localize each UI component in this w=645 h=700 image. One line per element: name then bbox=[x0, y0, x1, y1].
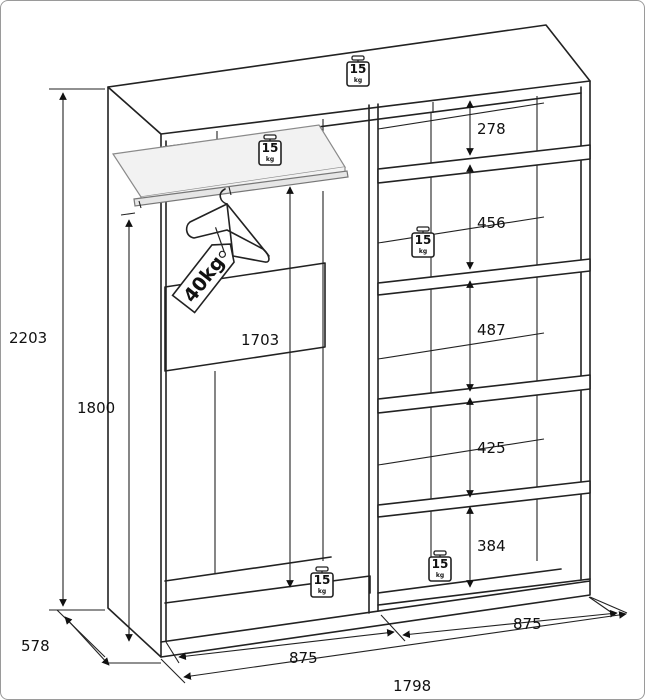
shelf-gap-4-label: 425 bbox=[477, 439, 506, 457]
centre-divider bbox=[368, 103, 379, 614]
total-height-label: 2203 bbox=[9, 329, 47, 347]
total-width-line bbox=[183, 611, 627, 680]
svg-text:kg: kg bbox=[266, 156, 274, 163]
shelf-4-back-edge bbox=[377, 438, 545, 466]
hanging-height-label: 1703 bbox=[241, 331, 279, 349]
right-side-edge bbox=[580, 80, 591, 580]
svg-text:15: 15 bbox=[262, 141, 279, 155]
dimension-lines bbox=[49, 88, 628, 684]
rod-load-tag: 40kg bbox=[171, 227, 235, 314]
shelf-4 bbox=[377, 480, 591, 518]
weight-icon-right-bottom: 15 kg bbox=[428, 550, 452, 582]
shelf-2-back-edge bbox=[377, 216, 545, 244]
right-width-label: 875 bbox=[513, 615, 542, 633]
shelf-3 bbox=[377, 374, 591, 414]
shelf-compartment bbox=[377, 102, 591, 606]
drawer-front bbox=[164, 262, 326, 372]
svg-text:kg: kg bbox=[354, 77, 362, 84]
shelf-gap-5-label: 384 bbox=[477, 537, 506, 555]
hanger-icon bbox=[185, 188, 270, 263]
wardrobe-carcass bbox=[107, 24, 591, 658]
svg-text:15: 15 bbox=[415, 233, 432, 247]
weight-icon-shelf: 15 kg bbox=[411, 226, 435, 258]
weight-icon-hat-shelf: 15 kg bbox=[258, 134, 282, 166]
depth-label: 578 bbox=[21, 637, 50, 655]
left-width-line bbox=[178, 628, 395, 661]
shelf-gap-2-label: 456 bbox=[477, 214, 506, 232]
svg-text:15: 15 bbox=[350, 62, 367, 76]
right-width-line bbox=[402, 609, 618, 639]
hanging-rod bbox=[133, 170, 349, 207]
svg-text:kg: kg bbox=[419, 248, 427, 255]
svg-text:15: 15 bbox=[314, 573, 331, 587]
depth-line bbox=[64, 616, 110, 666]
dimension-labels: 2203 1800 1703 278 456 487 425 384 578 8… bbox=[9, 120, 542, 695]
shelf-gap-1-label: 278 bbox=[477, 120, 506, 138]
weight-icon-top: 15 kg bbox=[346, 55, 370, 87]
total-width-label: 1798 bbox=[393, 677, 431, 695]
left-width-label: 875 bbox=[289, 649, 318, 667]
svg-text:kg: kg bbox=[436, 572, 444, 579]
shelf-2 bbox=[377, 258, 591, 296]
shelf-1 bbox=[377, 144, 591, 184]
rod-height-label: 1800 bbox=[77, 399, 115, 417]
shelf-1-back-edge bbox=[377, 102, 545, 130]
svg-text:15: 15 bbox=[432, 557, 449, 571]
svg-text:kg: kg bbox=[318, 588, 326, 595]
shelf-3-back-edge bbox=[377, 332, 545, 360]
weight-icon-left-bottom: 15 kg bbox=[310, 566, 334, 598]
shelf-gap-3-label: 487 bbox=[477, 321, 506, 339]
